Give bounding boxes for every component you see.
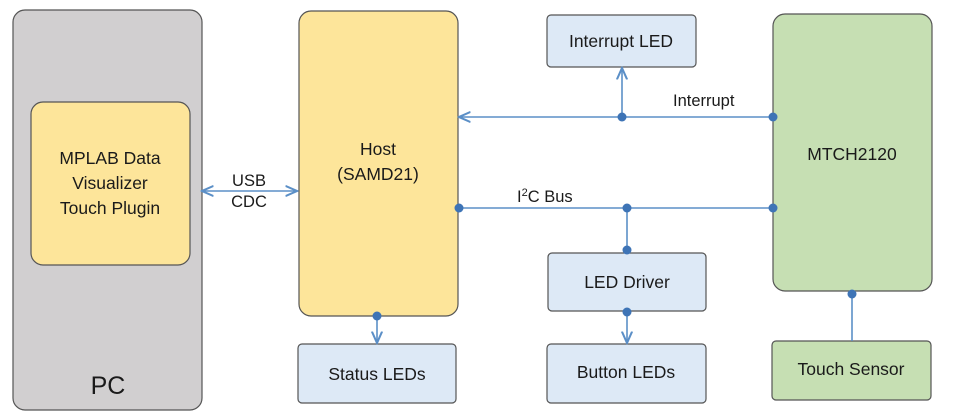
interrupt-led-label: Interrupt LED (569, 31, 673, 51)
led-driver-label: LED Driver (584, 272, 670, 292)
mtch-bottom-junction (847, 289, 857, 299)
button-leds-box: Button LEDs (546, 343, 707, 404)
host-label-line-1: Host (360, 139, 396, 159)
host-box: Host (SAMD21) (298, 10, 459, 317)
i2c-host-junction (454, 203, 464, 213)
i2c-branch-junction (622, 203, 632, 213)
touch-sensor-label: Touch Sensor (797, 359, 904, 379)
pc-label: PC (91, 372, 126, 400)
led-driver-bottom-junction (622, 307, 632, 317)
interrupt-led-box: Interrupt LED (546, 14, 697, 68)
i2c-prefix: I (517, 188, 522, 206)
host-label-line-2: (SAMD21) (337, 164, 419, 184)
interrupt-mtch-junction (768, 112, 778, 122)
plugin-box: MPLAB Data Visualizer Touch Plugin (30, 101, 191, 266)
led-driver-box: LED Driver (547, 252, 707, 312)
usb-label: USB (232, 172, 266, 190)
plugin-label-line-2: Visualizer (72, 173, 148, 193)
i2c-bus-label: I2C Bus (517, 187, 573, 206)
host-bottom-junction (372, 311, 382, 321)
mtch2120-label: MTCH2120 (807, 144, 897, 164)
button-leds-label: Button LEDs (577, 362, 675, 382)
i2c-suffix: C Bus (528, 188, 573, 206)
plugin-label-line-3: Touch Plugin (60, 198, 160, 218)
status-leds-label: Status LEDs (328, 364, 426, 384)
i2c-mtch-junction (768, 203, 778, 213)
plugin-label-line-1: MPLAB Data (59, 148, 160, 168)
mtch2120-box: MTCH2120 (772, 13, 933, 292)
led-driver-top-junction (622, 245, 632, 255)
touch-sensor-box: Touch Sensor (771, 340, 932, 401)
interrupt-label: Interrupt (673, 92, 735, 110)
status-leds-box: Status LEDs (297, 343, 457, 404)
interrupt-branch-junction (617, 112, 627, 122)
plugin-box-shape (30, 101, 191, 266)
i2c-superscript: 2 (522, 187, 528, 199)
cdc-label: CDC (231, 193, 267, 211)
